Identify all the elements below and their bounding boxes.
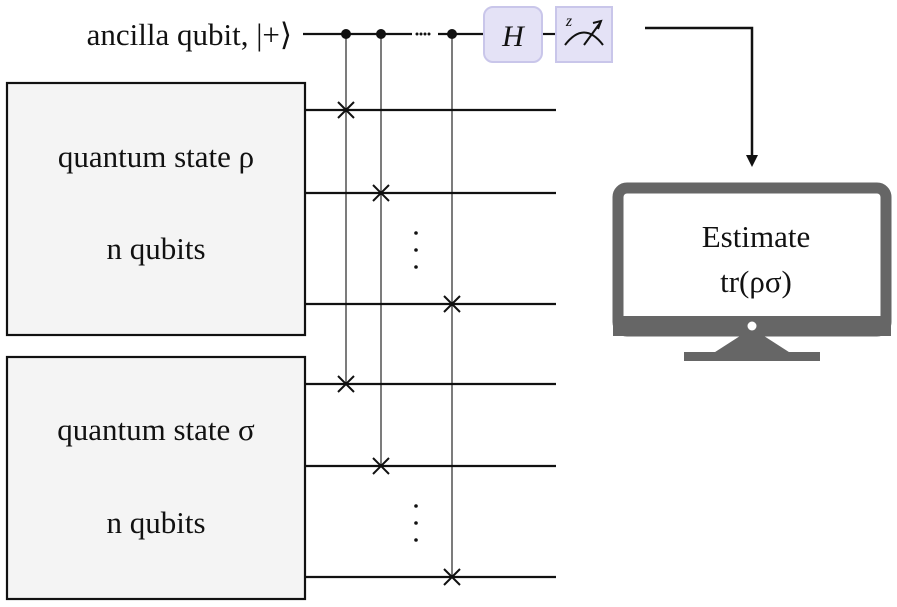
vertical-ellipsis [414, 231, 418, 542]
control-dots [341, 29, 457, 39]
hadamard-gate: H [483, 6, 543, 63]
swap-crosses [337, 101, 461, 586]
swap-cross [372, 457, 390, 475]
hadamard-label: H [501, 20, 526, 53]
controlled-swap-lines [345, 34, 453, 577]
register-rho-box: quantum state ρ n qubits [5, 81, 307, 337]
register-rho-size: n qubits [106, 231, 205, 266]
swap-cross [443, 568, 461, 586]
register-rho-title: quantum state ρ [58, 139, 254, 174]
measure-basis: z [565, 13, 573, 30]
swap-cross [337, 101, 355, 119]
control-dot-3 [447, 29, 457, 39]
register-sigma-box: quantum state σ n qubits [5, 355, 307, 601]
meter-arc-icon [564, 31, 604, 46]
computer-monitor-icon: Estimate tr(ρσ) [612, 182, 892, 361]
control-dot-2 [376, 29, 386, 39]
register-wires [305, 108, 556, 579]
classical-output-arrow [645, 26, 758, 167]
control-dot-1 [341, 29, 351, 39]
ancilla-label: ancilla qubit, |+⟩ [87, 17, 292, 52]
swap-cross [337, 375, 355, 393]
monitor-power-dot [747, 321, 757, 331]
computer-line1: Estimate [702, 219, 810, 254]
register-sigma-title: quantum state σ [57, 412, 255, 447]
meter-needle-icon [583, 22, 601, 46]
swap-cross [443, 295, 461, 313]
register-sigma-size: n qubits [106, 505, 205, 540]
swap-cross [372, 184, 390, 202]
computer-line2: tr(ρσ) [720, 264, 792, 299]
measurement-gate: z [555, 6, 613, 63]
ancilla-ellipsis [415, 32, 431, 36]
